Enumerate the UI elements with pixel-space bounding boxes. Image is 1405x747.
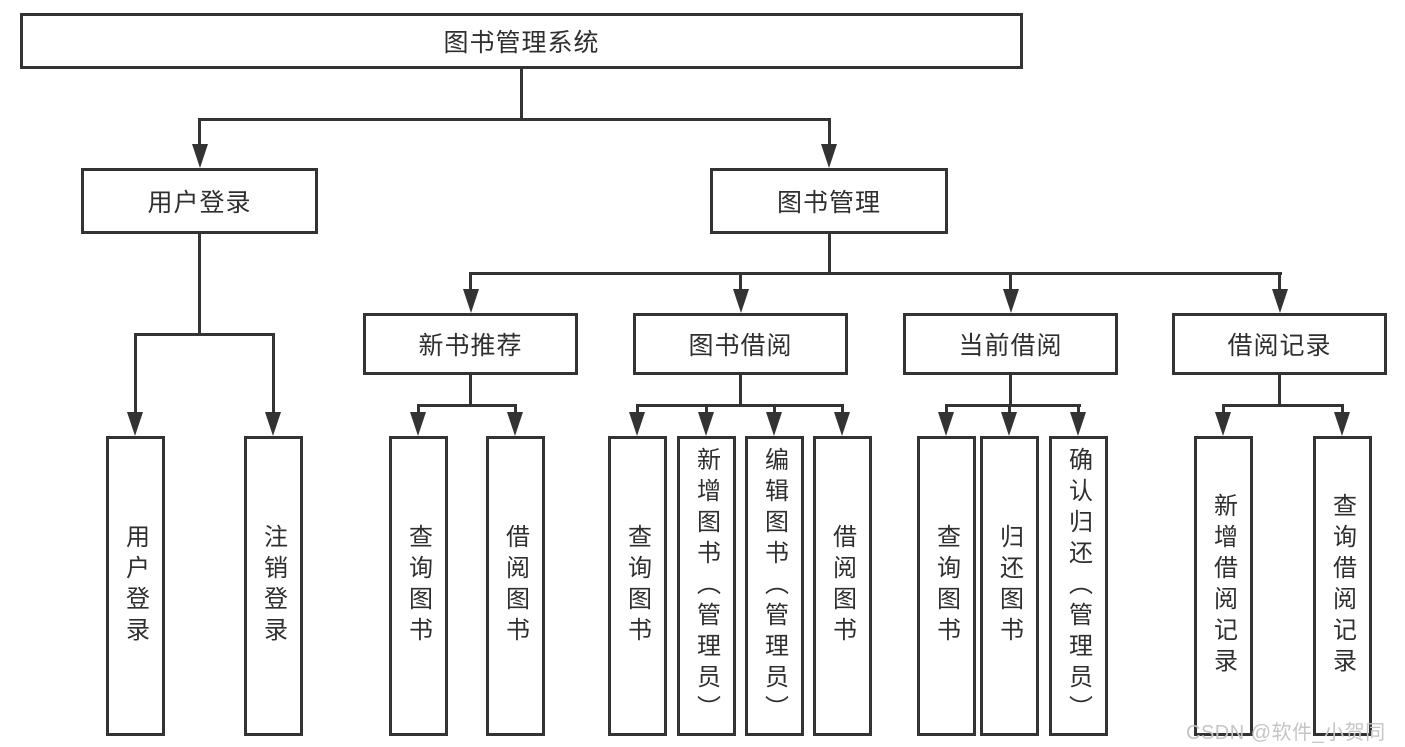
connector-bookmgmt-stem	[828, 234, 831, 275]
leaf-newbooks-query-books-label: 查询图书	[404, 524, 432, 648]
arrowhead-leaf	[127, 412, 143, 436]
connector-l2-drop	[469, 272, 472, 290]
connector-leaf-drop	[840, 404, 844, 416]
connector-leaf-drop	[635, 404, 639, 416]
connector-l2-drop	[1009, 272, 1012, 290]
leaf-user-login: 用户登录	[105, 436, 165, 736]
connector-l2-drop	[1278, 272, 1281, 290]
leaf-current-query-books: 查询图书	[916, 436, 976, 736]
leaf-newbooks-borrow-books: 借阅图书	[485, 436, 545, 736]
arrowhead-book-management	[821, 144, 837, 168]
leaf-borrow-query-books: 查询图书	[607, 436, 667, 736]
arrowhead-leaf	[629, 412, 645, 436]
arrowhead-user-login	[192, 144, 208, 168]
leaf-logout: 注销登录	[243, 436, 303, 736]
connector-userlogin-stem	[198, 234, 201, 336]
leaf-return-books-label: 归还图书	[995, 524, 1023, 648]
leaf-add-books-admin: 新增图书（管理员）	[676, 436, 736, 736]
connector-leaf-drop	[271, 333, 275, 413]
connector-bookborrow-crossbar	[635, 404, 844, 407]
node-current-borrow: 当前借阅	[903, 313, 1118, 375]
node-book-management: 图书管理	[710, 168, 948, 234]
arrowhead-borrow-records	[1271, 289, 1288, 313]
node-book-borrow-label: 图书借阅	[688, 332, 793, 360]
arrowhead-book-borrow	[732, 289, 749, 313]
arrowhead-leaf	[410, 412, 426, 436]
arrowhead-leaf	[507, 412, 523, 436]
arrowhead-leaf	[265, 412, 281, 436]
leaf-add-books-admin-label: 新增图书（管理员）	[692, 446, 720, 726]
connector-leaf-drop	[1340, 404, 1344, 416]
leaf-borrow-query-books-label: 查询图书	[623, 524, 651, 648]
leaf-edit-books-admin-label: 编辑图书（管理员）	[760, 446, 788, 726]
node-user-login: 用户登录	[81, 168, 318, 234]
node-root-label: 图书管理系统	[443, 29, 600, 57]
leaf-edit-books-admin: 编辑图书（管理员）	[744, 436, 804, 736]
arrowhead-current-borrow	[1002, 289, 1019, 313]
watermark-csdn: CSDN @软件_小贺同学	[1186, 722, 1386, 744]
connector-leaf-drop	[772, 404, 776, 416]
connector-leaf-drop	[1076, 404, 1080, 416]
leaf-borrow-books: 借阅图书	[812, 436, 872, 736]
connector-leaf-drop	[133, 333, 137, 413]
connector-leaf-drop	[944, 404, 948, 416]
node-book-borrow: 图书借阅	[633, 313, 848, 375]
leaf-query-borrow-record-label: 查询借阅记录	[1328, 493, 1356, 679]
arrowhead-new-books	[462, 289, 479, 313]
arrowhead-leaf	[1334, 412, 1350, 436]
connector-l1-left-drop	[198, 118, 201, 146]
arrowhead-leaf	[1070, 412, 1086, 436]
connector-leaf-drop	[1007, 404, 1011, 416]
leaf-add-borrow-record-label: 新增借阅记录	[1209, 493, 1237, 679]
arrowhead-leaf	[698, 412, 714, 436]
arrowhead-leaf	[1001, 412, 1017, 436]
leaf-borrow-books-label: 借阅图书	[828, 524, 856, 648]
leaf-current-query-books-label: 查询图书	[932, 524, 960, 648]
node-user-login-label: 用户登录	[147, 189, 252, 217]
node-root: 图书管理系统	[20, 13, 1023, 69]
connector-leaf-drop	[416, 404, 420, 416]
connector-bookborrow-stem	[739, 375, 742, 407]
arrowhead-leaf	[766, 412, 782, 436]
connector-leaf-drop	[513, 404, 517, 416]
node-new-book-recommend: 新书推荐	[363, 313, 578, 375]
connector-borrowrecords-stem	[1278, 375, 1281, 407]
connector-l1-right-drop	[828, 118, 831, 146]
connector-l2-crossbar	[469, 272, 1282, 275]
node-borrow-records-label: 借阅记录	[1227, 332, 1332, 360]
connector-borrowrecords-crossbar	[1221, 404, 1344, 407]
connector-l2-drop	[739, 272, 742, 290]
leaf-confirm-return-admin: 确认归还（管理员）	[1048, 436, 1108, 736]
node-current-borrow-label: 当前借阅	[958, 332, 1063, 360]
leaf-newbooks-query-books: 查询图书	[388, 436, 448, 736]
node-borrow-records: 借阅记录	[1172, 313, 1387, 375]
arrowhead-leaf	[834, 412, 850, 436]
leaf-query-borrow-record: 查询借阅记录	[1312, 436, 1372, 736]
node-new-book-recommend-label: 新书推荐	[418, 332, 523, 360]
connector-newbooks-crossbar	[416, 404, 517, 407]
leaf-confirm-return-admin-label: 确认归还（管理员）	[1064, 446, 1092, 726]
leaf-add-borrow-record: 新增借阅记录	[1193, 436, 1253, 736]
leaf-user-login-label: 用户登录	[121, 524, 149, 648]
connector-currentborrow-stem	[1009, 375, 1012, 407]
arrowhead-leaf	[938, 412, 954, 436]
connector-l1-crossbar	[198, 118, 831, 121]
connector-root-stem	[520, 69, 523, 121]
connector-userlogin-crossbar	[133, 333, 275, 336]
node-book-management-label: 图书管理	[776, 189, 881, 217]
connector-leaf-drop	[1221, 404, 1225, 416]
leaf-newbooks-borrow-books-label: 借阅图书	[501, 524, 529, 648]
leaf-logout-label: 注销登录	[259, 524, 287, 648]
arrowhead-leaf	[1215, 412, 1231, 436]
connector-currentborrow-crossbar	[944, 404, 1081, 407]
connector-newbooks-stem	[469, 375, 472, 407]
connector-leaf-drop	[704, 404, 708, 416]
leaf-return-books: 归还图书	[979, 436, 1039, 736]
